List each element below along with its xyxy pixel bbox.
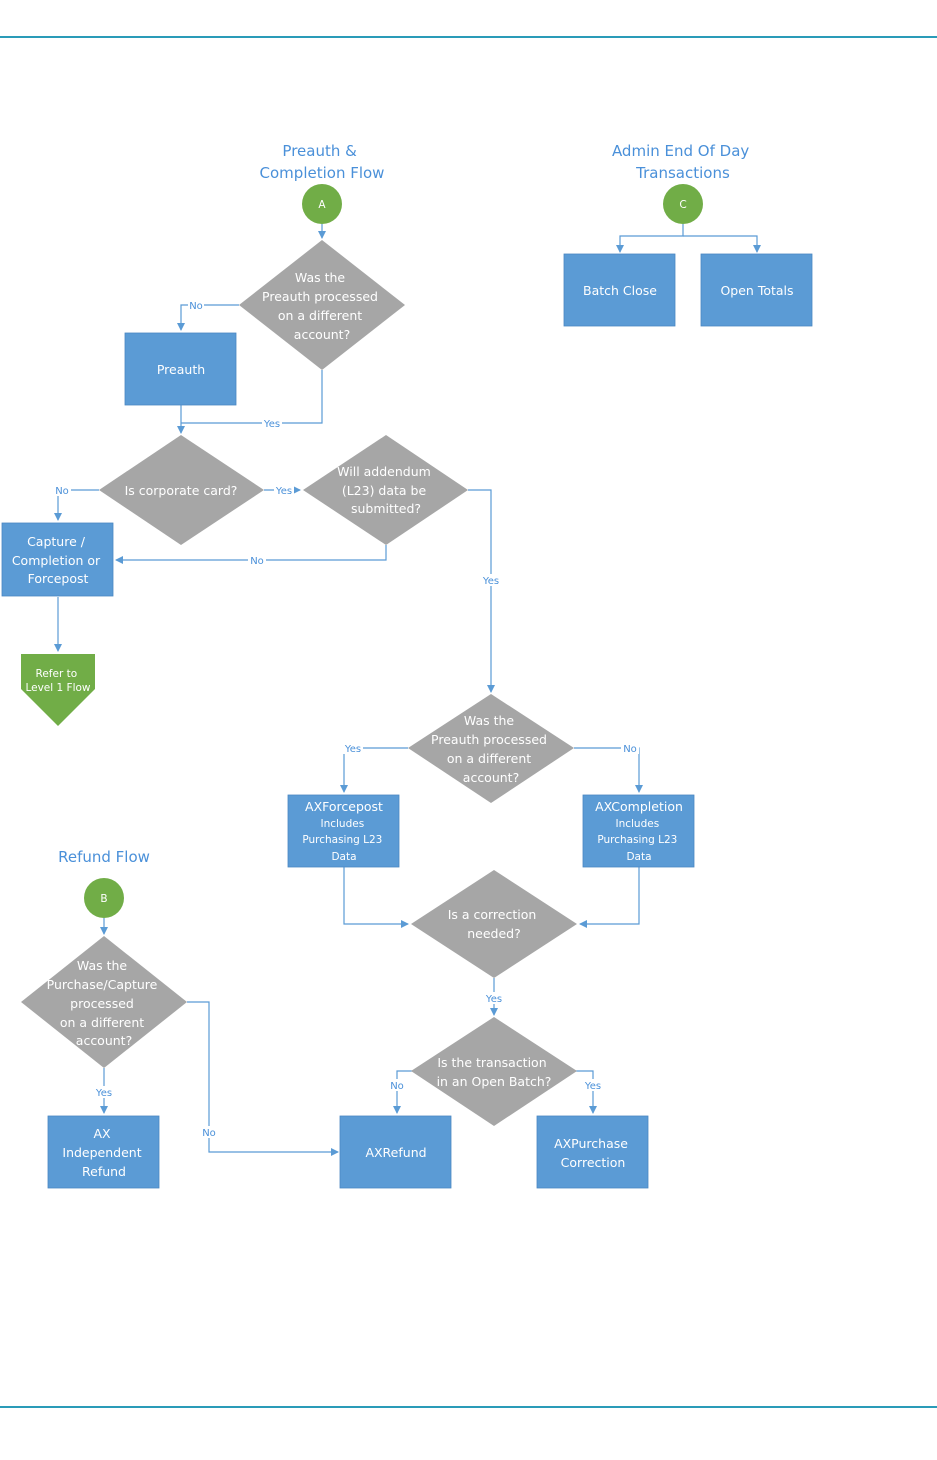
process-axpurchase-correction: AXPurchase Correction [536, 1115, 649, 1189]
process-ax-independent-refund: AX Independent Refund [47, 1115, 160, 1189]
svg-text:AX Independent Ref: AX Independent Refund [62, 1126, 145, 1179]
label-addendum-yes: Yes [482, 576, 499, 587]
connector-b: B [84, 878, 124, 918]
svg-text:Is the transaction in an: Is the transaction in an Open Batch? [437, 1055, 552, 1089]
label-refund-q-yes: Yes [95, 1088, 112, 1099]
edge-addendum-yes-q2 [468, 489, 495, 693]
decision-correction-needed: Is a correction needed? [411, 870, 577, 978]
svg-text:Refer to Level 1 Flow: Refer to Level 1 Flow [25, 668, 90, 694]
label-q1-yes: Yes [263, 419, 280, 430]
label-q1-no: No [189, 301, 203, 312]
svg-text:Was the Preauth processe: Was the Preauth processed on a different… [431, 713, 551, 785]
svg-text:Was the Purchase/Capture: Was the Purchase/Capture processed on a … [47, 958, 162, 1048]
svg-text:Will addendum (L23) data: Will addendum (L23) data be submitted? [337, 464, 435, 516]
svg-text:Was the Preauth processe: Was the Preauth processed on a different… [262, 270, 382, 342]
admin-eod-title: Admin End Of Day Transactions [612, 142, 754, 182]
process-preauth: Preauth [124, 332, 237, 406]
bottom-rule [0, 1406, 937, 1408]
svg-text:Includes Purchasing L23: Includes Purchasing L23 Data [597, 818, 680, 863]
label-openbatch-yes: Yes [584, 1081, 601, 1092]
decision-open-batch: Is the transaction in an Open Batch? [411, 1017, 577, 1126]
label-refund-q-no: No [202, 1128, 216, 1139]
label-corporate-no: No [55, 486, 69, 497]
edge-q1-yes [181, 370, 323, 424]
svg-text:Is corporate card?: Is corporate card? [125, 483, 238, 498]
offpage-refer-level1: Refer to Level 1 Flow [21, 654, 95, 726]
edge-c-to-batch-close [616, 224, 684, 253]
process-open-totals: Open Totals [700, 253, 813, 327]
preauth-flow-title: Preauth & Completion Flow [260, 142, 385, 182]
label-openbatch-no: No [390, 1081, 404, 1092]
process-axrefund: AXRefund [339, 1115, 452, 1189]
svg-text:Open Totals: Open Totals [720, 283, 793, 298]
edge-refund-q-no-axrefund [187, 1001, 339, 1156]
decision-addendum: Will addendum (L23) data be submitted? [303, 435, 468, 545]
admin-eod-title-line1: Admin End Of Day [612, 142, 749, 160]
decision-preauth-different-account-2: Was the Preauth processed on a different… [408, 694, 574, 803]
svg-text:AXForcepost: AXForcepost [305, 799, 383, 814]
svg-text:Includes Purchasing L23: Includes Purchasing L23 Data [302, 818, 385, 863]
connector-c-label: C [679, 199, 686, 211]
label-addendum-no: No [250, 556, 264, 567]
process-batch-close: Batch Close [563, 253, 676, 327]
svg-text:AXPurchase Correction: AXPurchase Correction [554, 1136, 632, 1170]
process-axcompletion: AXCompletion Includes Purchasing L23 Dat… [582, 794, 695, 868]
edge-completion-to-correction [579, 867, 640, 928]
svg-text:AXRefund: AXRefund [365, 1145, 426, 1160]
refund-flow-title: Refund Flow [58, 848, 150, 866]
decision-corporate-card: Is corporate card? [99, 435, 264, 545]
edge-c-to-open-totals [683, 235, 761, 253]
process-axforcepost: AXForcepost Includes Purchasing L23 Data [287, 794, 400, 868]
svg-text:Capture / Completion or: Capture / Completion or Forcepost [12, 534, 104, 586]
svg-text:Preauth: Preauth [157, 362, 205, 377]
label-corporate-yes: Yes [275, 486, 292, 497]
label-q2-yes: Yes [344, 744, 361, 755]
preauth-flow-title-line1: Preauth & [282, 142, 357, 160]
refund-flow-title-line1: Refund Flow [58, 848, 150, 866]
decision-refund-different-account: Was the Purchase/Capture processed on a … [21, 936, 187, 1068]
svg-text:Batch Close: Batch Close [583, 283, 657, 298]
connector-a: A [302, 184, 342, 224]
preauth-flow-title-line2: Completion Flow [260, 164, 385, 182]
label-correction-yes: Yes [485, 994, 502, 1005]
edge-labels: No Yes No Yes No Yes Yes No Yes No Yes Y… [53, 299, 639, 1139]
connector-a-label: A [318, 199, 326, 211]
connector-c: C [663, 184, 703, 224]
edge-forcepost-to-correction [343, 867, 409, 928]
label-q2-no: No [623, 744, 637, 755]
admin-eod-title-line2: Transactions [635, 164, 730, 182]
svg-text:AXCompletion: AXCompletion [595, 799, 683, 814]
connector-b-label: B [100, 893, 107, 905]
decision-preauth-different-account-1: Was the Preauth processed on a different… [239, 240, 405, 370]
svg-text:Is a correction needed?: Is a correction needed? [448, 907, 541, 941]
edge-addendum-no-capture [115, 545, 387, 564]
process-capture-completion-forcepost: Capture / Completion or Forcepost [1, 522, 114, 597]
edge-q1-no-preauth [177, 304, 239, 331]
top-rule [0, 36, 937, 38]
